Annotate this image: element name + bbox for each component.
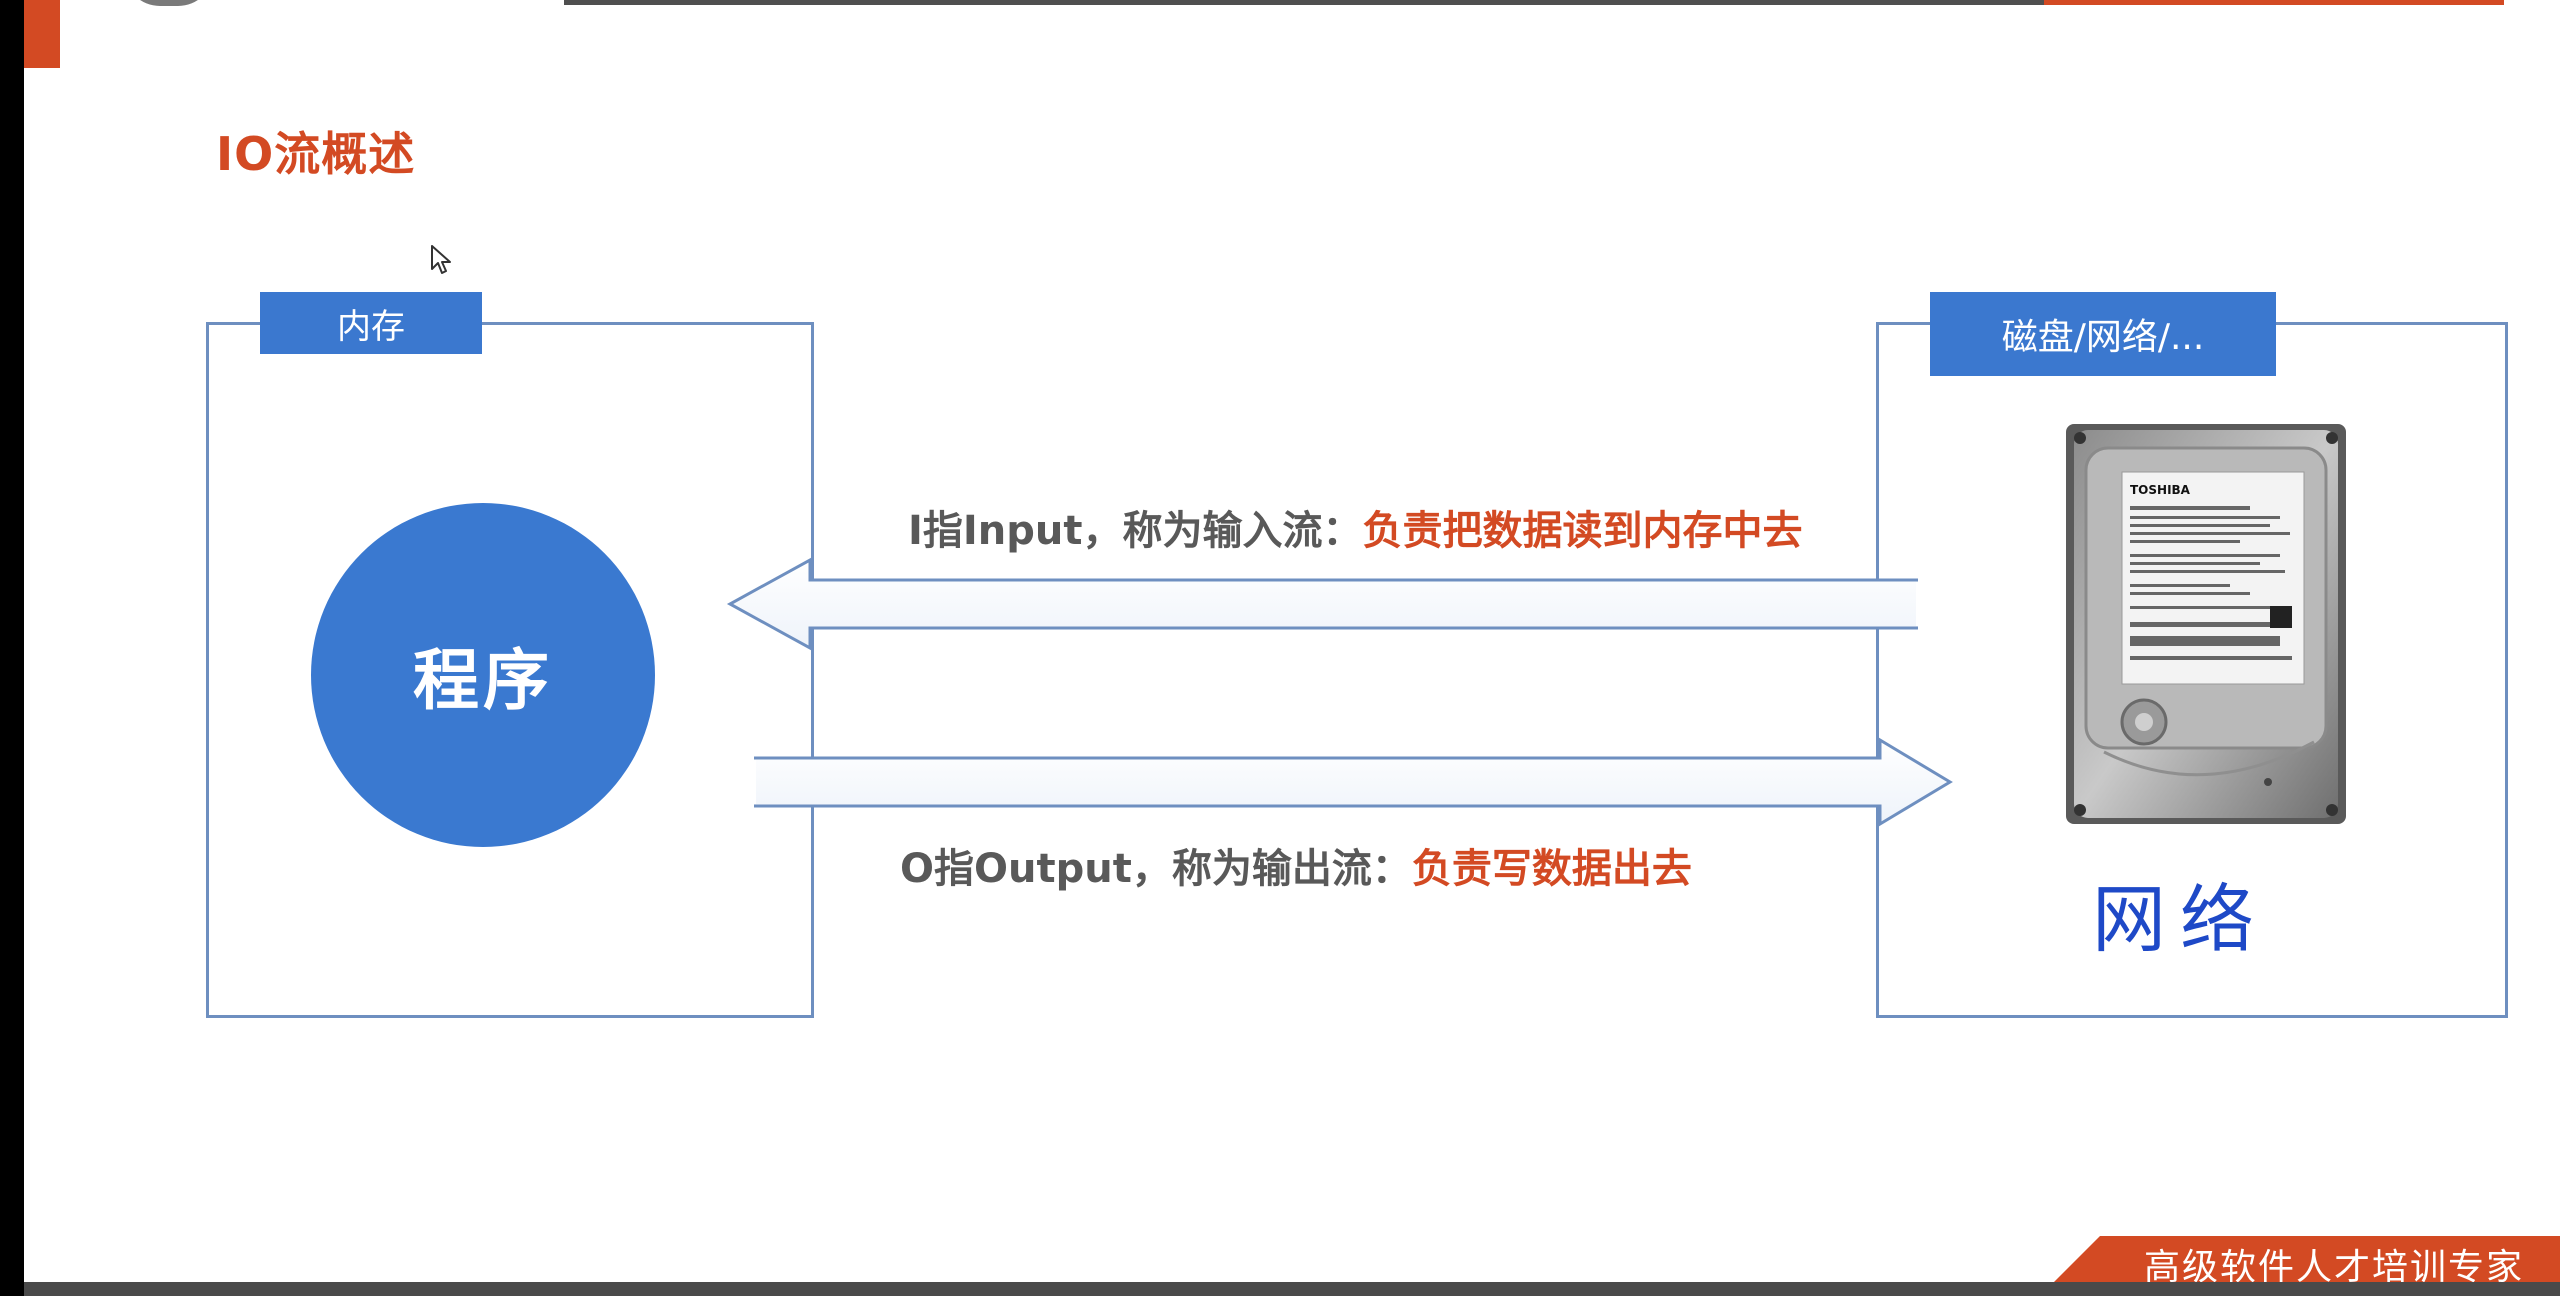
network-handwritten-label: 网络 (2092, 877, 2268, 963)
header-rule-accent (2044, 0, 2504, 5)
memory-panel (206, 322, 814, 1018)
title-accent-bar (24, 0, 60, 68)
input-caption-prefix: I指Input，称为输入流： (908, 508, 1363, 554)
page-title: IO流概述 (216, 127, 416, 181)
program-circle: 程序 (311, 503, 655, 847)
output-stream-caption: O指Output，称为输出流：负责写数据出去 (900, 836, 1692, 894)
input-caption-emphasis: 负责把数据读到内存中去 (1362, 508, 1803, 554)
logo-icon (124, 0, 214, 6)
arrow-left-icon (726, 557, 1920, 651)
output-caption-prefix: O指Output，称为输出流： (900, 846, 1412, 892)
hard-drive-icon: TOSHIBA (2066, 424, 2346, 824)
header-rule (564, 0, 2044, 5)
presentation-slide: IO流概述 内存 程序 磁盘/网络/... (24, 0, 2560, 1288)
player-bottom-bar (24, 1282, 2560, 1296)
brand-banner (2054, 1236, 2560, 1282)
brand-slogan: 高级软件人才培训专家 (2144, 1247, 2525, 1288)
memory-tab-label: 内存 (260, 292, 482, 354)
output-caption-emphasis: 负责写数据出去 (1411, 846, 1692, 892)
arrow-right-icon (752, 737, 1953, 827)
io-arrows (726, 557, 1953, 827)
input-stream-caption: I指Input，称为输入流：负责把数据读到内存中去 (908, 498, 1802, 556)
disk-brand: TOSHIBA (2130, 483, 2191, 497)
mouse-pointer-icon (431, 245, 451, 274)
storage-tab-label: 磁盘/网络/... (1930, 292, 2276, 376)
